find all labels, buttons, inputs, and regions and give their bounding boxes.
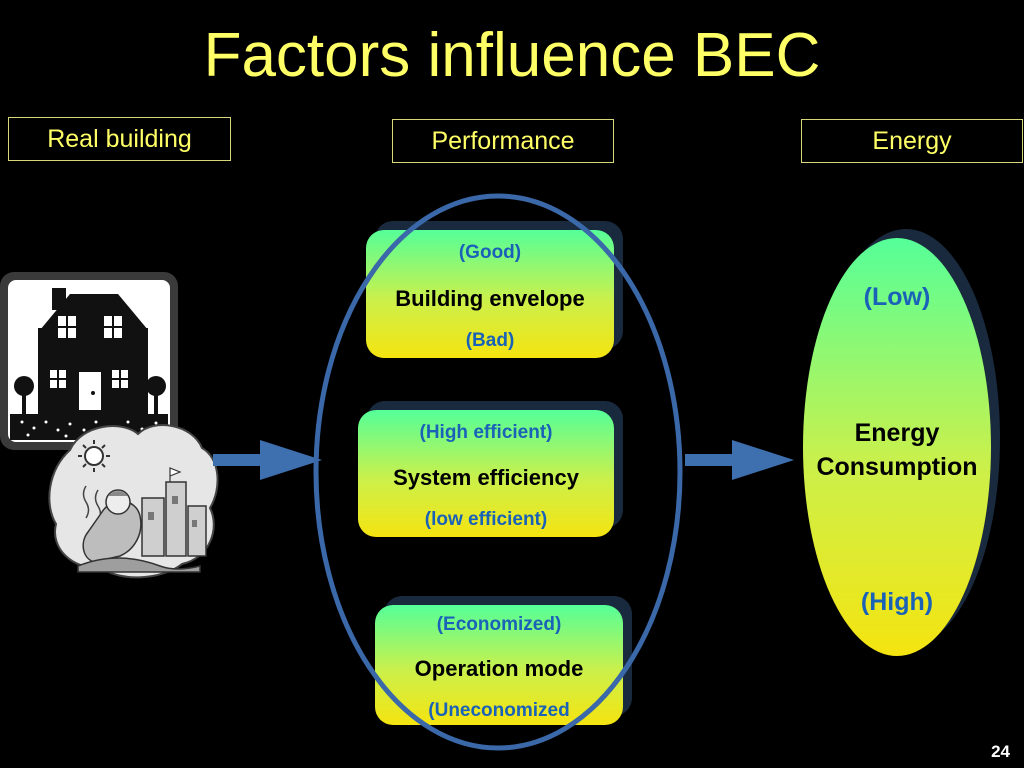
factor-good-label: (Good)	[458, 242, 522, 263]
page-number: 24	[991, 742, 1010, 761]
factor-uneconomized-label: (Uneconomized	[428, 700, 570, 721]
energy-line-2: Consumption	[816, 453, 978, 481]
factor-system-efficiency: (High efficient) System efficiency (low …	[358, 410, 614, 537]
energy-consumption-label: Energy Consumption	[803, 416, 991, 484]
energy-line-1: Energy	[854, 419, 940, 447]
header-energy: Energy	[801, 119, 1023, 163]
factor-building-envelope-label: Building envelope	[395, 286, 585, 311]
factor-bad-label: (Bad)	[465, 330, 515, 351]
factor-system-efficiency-label: System efficiency	[393, 465, 579, 490]
header-energy-label: Energy	[872, 126, 952, 155]
energy-high-label: (High)	[860, 588, 934, 616]
factor-high-efficient-label: (High efficient)	[419, 422, 553, 443]
arrow-left	[213, 440, 322, 480]
factor-low-efficient-label: (low efficient)	[424, 509, 548, 530]
header-performance-label: Performance	[431, 126, 575, 155]
header-real-building-label: Real building	[47, 124, 192, 153]
energy-consumption-oval: (Low) Energy Consumption (High)	[803, 238, 991, 656]
arrow-right	[685, 440, 794, 480]
header-performance: Performance	[392, 119, 614, 163]
child-building-sandcastle-icon	[48, 424, 219, 579]
factor-economized-label: (Economized)	[436, 614, 562, 635]
factor-operation-mode-label: Operation mode	[414, 656, 584, 681]
factor-building-envelope: (Good) Building envelope (Bad)	[366, 230, 614, 358]
energy-low-label: (Low)	[863, 283, 931, 311]
header-real-building: Real building	[8, 117, 231, 161]
factor-operation-mode: (Economized) Operation mode (Uneconomize…	[375, 605, 623, 725]
page-title: Factors influence BEC	[203, 21, 821, 90]
